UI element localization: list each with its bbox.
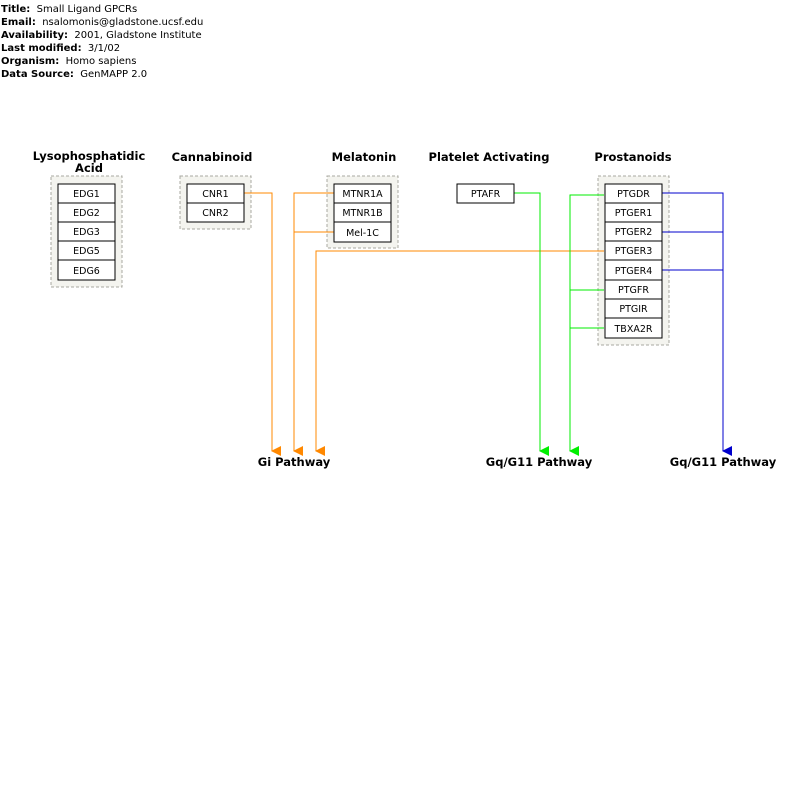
gene-edg2[interactable]: EDG2 xyxy=(57,202,116,223)
gene-ptgir[interactable]: PTGIR xyxy=(604,298,663,319)
availability-value: 2001, Gladstone Institute xyxy=(74,30,202,41)
availability-row: Availability: 2001, Gladstone Institute xyxy=(1,29,202,42)
cannabinoid-title: Cannabinoid xyxy=(172,150,253,164)
gene-mtnr1a-label: MTNR1A xyxy=(342,189,383,200)
gene-mel1c[interactable]: Mel-1C xyxy=(333,221,392,243)
data-source-row: Data Source: GenMAPP 2.0 xyxy=(1,68,193,81)
gq-blue-connectors xyxy=(662,192,732,456)
gene-ptger3-label: PTGER3 xyxy=(615,246,653,257)
pathway-info: Title: Small Ligand GPCRs Email: nsalomo… xyxy=(1,3,203,81)
gene-ptgdr[interactable]: PTGDR xyxy=(604,183,663,204)
ptgdr-to-gq2-line xyxy=(662,192,732,456)
email-key: Email: xyxy=(1,17,36,28)
gene-edg1[interactable]: EDG1 xyxy=(57,183,116,204)
availability-key: Availability: xyxy=(1,30,68,41)
title-row: Title: Small Ligand GPCRs xyxy=(1,3,193,16)
prostanoids-title: Prostanoids xyxy=(594,150,671,164)
gene-mtnr1b-label: MTNR1B xyxy=(342,208,382,219)
gene-ptger2-label: PTGER2 xyxy=(615,227,653,238)
gene-tbxa2r-label: TBXA2R xyxy=(614,324,653,335)
ptafr-to-gq-line xyxy=(514,192,549,456)
gene-cnr2[interactable]: CNR2 xyxy=(186,202,245,223)
email-value: nsalomonis@gladstone.ucsf.edu xyxy=(42,17,204,28)
title-key: Title: xyxy=(1,4,31,15)
platelet-activating-title: Platelet Activating xyxy=(429,150,550,164)
gene-ptger2[interactable]: PTGER2 xyxy=(604,221,663,242)
organism-key: Organism: xyxy=(1,56,60,67)
email-row: Email: nsalomonis@gladstone.ucsf.edu xyxy=(1,16,203,29)
gene-ptgir-label: PTGIR xyxy=(619,304,648,315)
gq-g11-pathway-label-2: Gq/G11 Pathway xyxy=(670,455,777,469)
melatonin-title: Melatonin xyxy=(332,150,397,164)
lpa-title-line1: Lysophosphatidic xyxy=(33,149,146,163)
gq-g11-pathway-label-1: Gq/G11 Pathway xyxy=(486,455,593,469)
last-modified-key: Last modified: xyxy=(1,43,82,54)
mtnr1a-to-gi-line xyxy=(293,192,334,456)
gene-ptger1-label: PTGER1 xyxy=(615,208,653,219)
gene-ptger4[interactable]: PTGER4 xyxy=(604,259,663,281)
gene-mtnr1b[interactable]: MTNR1B xyxy=(333,202,392,223)
gene-ptgdr-label: PTGDR xyxy=(617,189,650,200)
organism-row: Organism: Homo sapiens xyxy=(1,55,193,68)
gene-ptger4-label: PTGER4 xyxy=(615,266,653,277)
last-modified-value: 3/1/02 xyxy=(87,43,121,54)
gene-edg5-label: EDG5 xyxy=(73,246,100,257)
gene-edg6-label: EDG6 xyxy=(73,266,100,277)
gene-ptafr-label: PTAFR xyxy=(471,189,501,200)
title-value: Small Ligand GPCRs xyxy=(36,4,138,15)
gene-edg3[interactable]: EDG3 xyxy=(57,221,116,242)
gene-edg6[interactable]: EDG6 xyxy=(57,259,116,281)
data-source-key: Data Source: xyxy=(1,69,74,80)
gq-green-connectors xyxy=(514,192,604,456)
gi-connectors xyxy=(244,192,604,456)
gene-ptger3[interactable]: PTGER3 xyxy=(604,240,663,261)
gene-edg3-label: EDG3 xyxy=(73,227,100,238)
gene-cnr2-label: CNR2 xyxy=(202,208,228,219)
gene-ptafr[interactable]: PTAFR xyxy=(456,183,515,204)
data-source-value: GenMAPP 2.0 xyxy=(80,69,148,80)
gene-edg5[interactable]: EDG5 xyxy=(57,240,116,261)
ptgdr-to-gq-line xyxy=(569,194,604,456)
gene-ptgfr[interactable]: PTGFR xyxy=(604,279,663,300)
gene-edg2-label: EDG2 xyxy=(73,208,100,219)
gene-tbxa2r[interactable]: TBXA2R xyxy=(604,317,663,339)
gene-mel1c-label: Mel-1C xyxy=(346,228,379,239)
gene-cnr1-label: CNR1 xyxy=(202,189,228,200)
gene-edg1-label: EDG1 xyxy=(73,189,100,200)
gene-cnr1[interactable]: CNR1 xyxy=(186,183,245,204)
gi-pathway-label: Gi Pathway xyxy=(258,455,331,469)
organism-value: Homo sapiens xyxy=(65,56,137,67)
lpa-title-line2: Acid xyxy=(75,161,103,175)
gene-mtnr1a[interactable]: MTNR1A xyxy=(333,183,392,204)
cnr1-to-gi-line xyxy=(244,192,281,456)
gene-ptgfr-label: PTGFR xyxy=(618,285,649,296)
ptger3-to-gi-line xyxy=(315,250,604,456)
last-modified-row: Last modified: 3/1/02 xyxy=(1,42,193,55)
gene-ptger1[interactable]: PTGER1 xyxy=(604,202,663,223)
